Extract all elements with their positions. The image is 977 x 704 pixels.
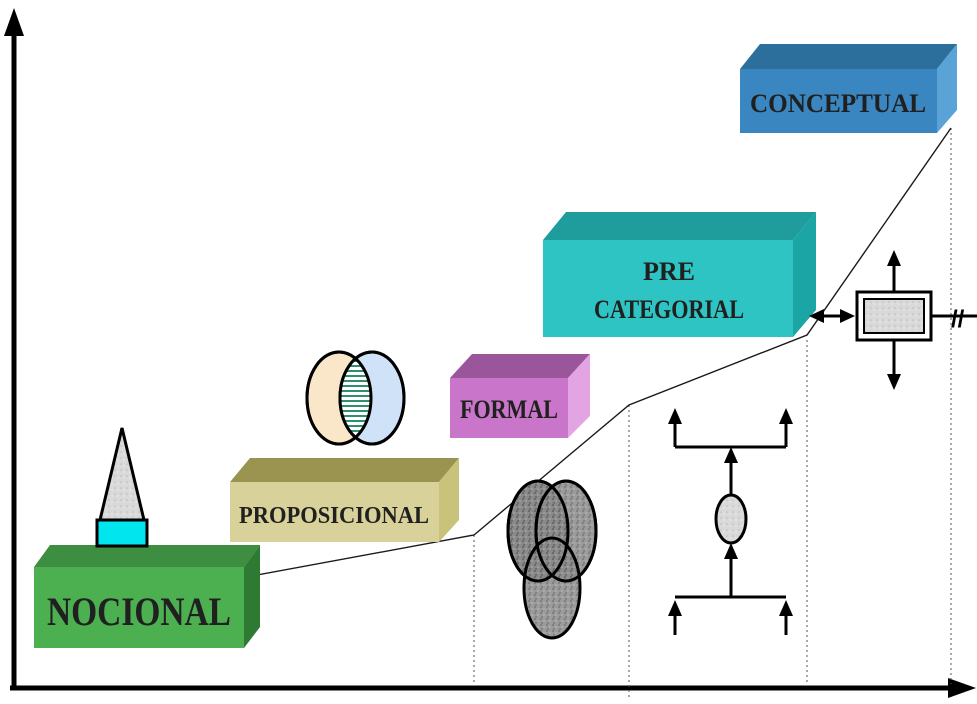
two-overlapping-ellipses-icon [305, 350, 406, 446]
proposicional-block: PROPOSICIONAL [230, 458, 459, 542]
precategorial-block: PRE CATEGORIAL [543, 212, 816, 337]
progression-line [202, 127, 952, 586]
precategorial-label-line1: PRE [643, 257, 695, 286]
x-axis-arrowhead [948, 678, 976, 698]
conceptual-block: CONCEPTUAL [740, 44, 957, 133]
axes [4, 8, 976, 698]
y-axis-arrowhead [4, 8, 24, 36]
formal-label: FORMAL [460, 395, 558, 424]
proposicional-label: PROPOSICIONAL [239, 503, 429, 529]
nocional-label: NOCIONAL [47, 589, 231, 634]
precategorial-label-line2: CATEGORIAL [594, 295, 744, 324]
three-overlapping-ellipses-icon [506, 479, 598, 640]
nocional-block: NOCIONAL [34, 545, 260, 648]
cone-icon [95, 427, 149, 548]
break-mark: // [951, 306, 965, 333]
bidirectional-box-arrows-icon [809, 250, 977, 390]
conceptual-label: CONCEPTUAL [750, 89, 926, 118]
stage-separators [473, 128, 952, 700]
hierarchy-arrows-icon [668, 408, 793, 635]
formal-block: FORMAL [450, 354, 590, 438]
